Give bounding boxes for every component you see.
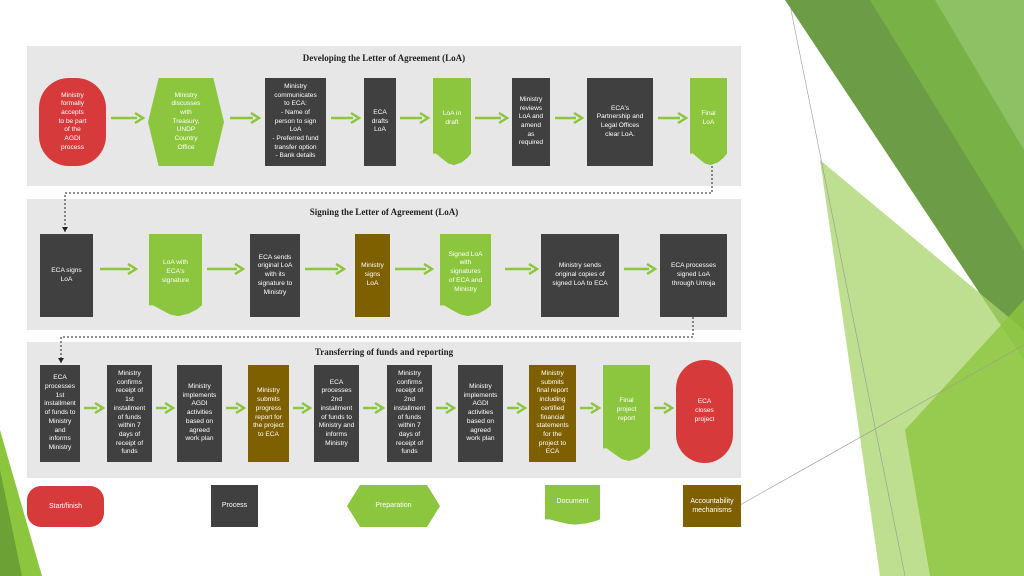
process-ministry-implements-1: Ministry implements AGDI activities base… (177, 365, 222, 462)
connector-row1-to-row2 (62, 166, 713, 232)
process-ministry-sends-copies: Ministry sends original copies of signed… (541, 234, 619, 317)
accountability-ministry-signs-loa: Ministry signs LoA (355, 234, 390, 317)
arrow-row1-7 (658, 111, 689, 125)
doc-loa-in-draft: LoA in draft (433, 78, 471, 166)
doc-loa-with-eca-signature: LoA with ECA's signature (149, 234, 202, 317)
deco-line-2 (739, 344, 1024, 506)
process-ministry-reviews: Ministry reviews LoA and amend as requir… (512, 78, 550, 166)
arrow-row1-4 (400, 111, 431, 125)
process-eca-second-installment: ECA processes 2nd installment of funds t… (314, 365, 359, 462)
arrow-row3-9 (654, 401, 675, 415)
process-ministry-confirms-second: Ministry confirms receipt of 2nd install… (387, 365, 432, 462)
connector-row2-to-row3 (58, 317, 694, 363)
section-title-signing: Signing the Letter of Agreement (LoA) (309, 207, 459, 217)
deco-line (789, 4, 906, 576)
arrow-row3-1 (84, 401, 106, 415)
accountability-final-report: Ministry submits final report including … (529, 365, 576, 462)
arrow-row2-6 (624, 262, 658, 276)
start-ministry-accepts: Ministry formally accepts to be part of … (39, 78, 106, 166)
doc-final-loa: Final LoA (690, 78, 727, 166)
arrow-row2-1 (100, 262, 139, 276)
legend-start-finish: Start/finish (27, 486, 104, 527)
process-eca-drafts-loa: ECA drafts LoA (364, 78, 396, 166)
arrow-row1-2 (230, 111, 262, 125)
arrow-row1-1 (111, 111, 146, 125)
prep-ministry-discusses: Ministry discusses with Treasury, UNDP C… (148, 78, 224, 166)
doc-signed-loa: Signed LoA with signatures of ECA and Mi… (440, 234, 491, 317)
arrow-row2-3 (305, 262, 347, 276)
process-ministry-confirms-first: Ministry confirms receipt of 1st install… (107, 365, 152, 462)
arrow-row3-4 (293, 401, 313, 415)
deco-shape-left-bottom-2 (0, 470, 22, 576)
deco-shape-green (870, 0, 1024, 250)
doc-final-project-report: Final project report (603, 365, 650, 462)
arrow-row1-5 (475, 111, 510, 125)
arrow-row1-6 (555, 111, 585, 125)
accountability-progress-report: Ministry submits progress report for the… (248, 365, 289, 462)
legend-accountability: Accountability mechanisms (683, 485, 741, 527)
arrow-row2-5 (505, 262, 540, 276)
arrow-row2-2 (207, 262, 246, 276)
process-ministry-communicates: Ministry communicates to ECA: - Name of … (265, 78, 326, 166)
section-title-developing: Developing the Letter of Agreement (LoA) (302, 53, 466, 63)
arrow-row3-6 (436, 401, 457, 415)
process-eca-sends-original: ECA sends original LoA with its signatur… (250, 234, 300, 317)
legend-preparation: Preparation (347, 485, 440, 527)
process-eca-partnership-clears: ECA's Partnership and Legal Offices clea… (587, 78, 653, 166)
section-title-transferring: Transferring of funds and reporting (314, 347, 454, 357)
arrow-row1-3 (331, 111, 362, 125)
legend-document: Document (545, 485, 600, 525)
process-ministry-implements-2: Ministry implements AGDI activities base… (458, 365, 503, 462)
deco-shape-lighter (905, 300, 1024, 576)
process-eca-processes-umoja: ECA processes signed LoA through Umoja (660, 234, 727, 317)
arrow-row3-8 (580, 401, 602, 415)
finish-eca-closes-project: ECA closes project (676, 360, 733, 463)
process-eca-signs-loa: ECA signs LoA (40, 234, 93, 317)
arrow-row2-4 (395, 262, 435, 276)
arrow-row3-2 (156, 401, 176, 415)
process-eca-first-installment: ECA processes 1st installment of funds t… (40, 365, 80, 462)
arrow-row3-3 (226, 401, 247, 415)
arrow-row3-5 (363, 401, 386, 415)
arrow-row3-7 (507, 401, 528, 415)
legend-process: Process (211, 485, 258, 527)
